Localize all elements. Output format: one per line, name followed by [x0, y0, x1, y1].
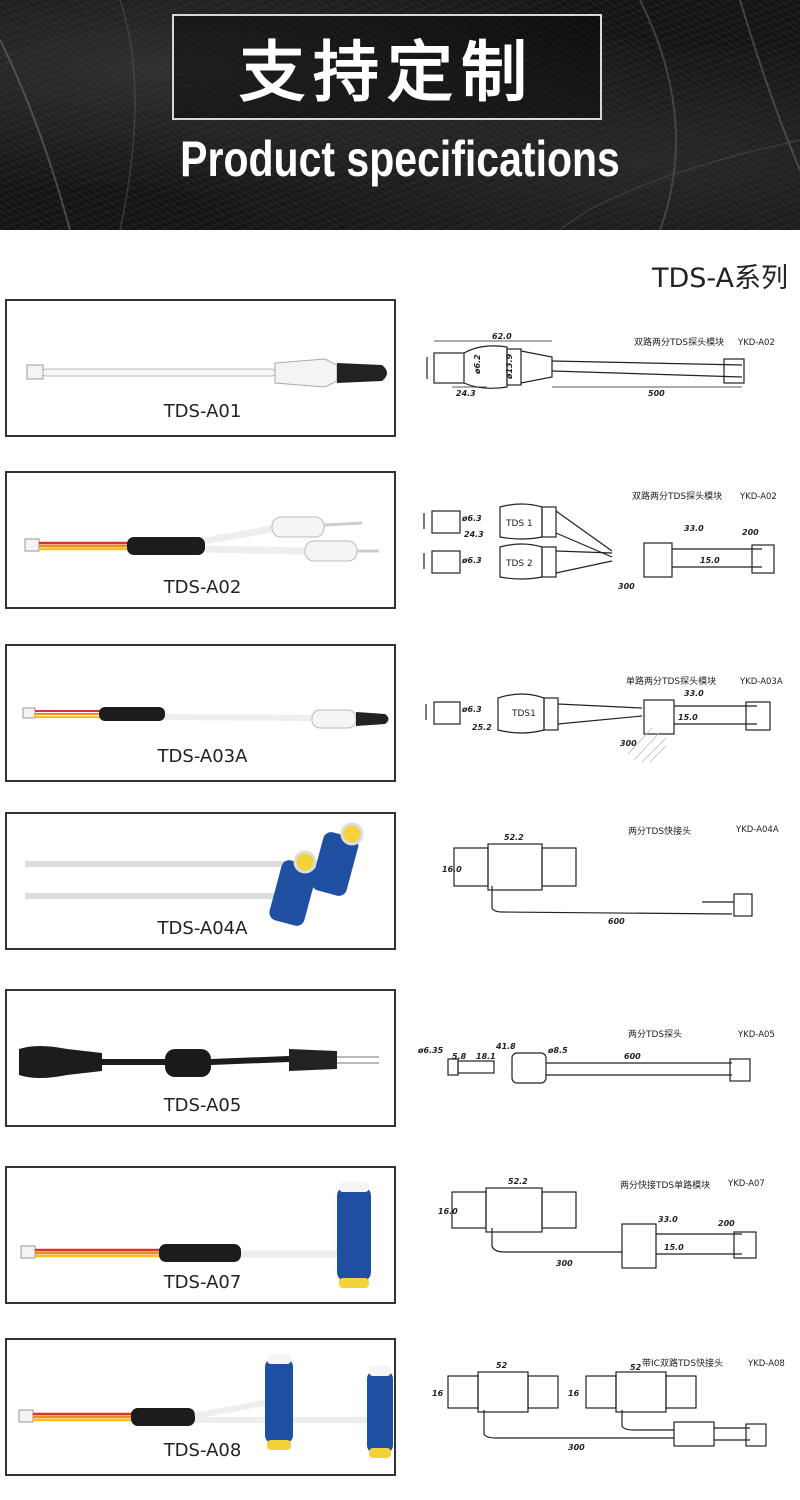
title-box: 支持定制	[172, 14, 602, 120]
model-label: TDS-A03A	[157, 746, 248, 767]
svg-text:ø6.2: ø6.2	[473, 354, 482, 375]
svg-text:500: 500	[648, 389, 665, 398]
svg-text:16: 16	[568, 1389, 580, 1398]
svg-text:ø6.3: ø6.3	[461, 556, 482, 565]
svg-text:YKD-A04A: YKD-A04A	[735, 825, 779, 835]
svg-text:YKD-A08: YKD-A08	[747, 1359, 785, 1369]
svg-text:600: 600	[608, 917, 625, 926]
cable-illustration	[24, 516, 379, 562]
technical-drawing: 带IC双路TDS快接头 YKD-A08 52 52 16 16 300	[412, 1338, 792, 1478]
drawing-title: 双路两分TDS探头模块	[634, 336, 724, 348]
model-label: TDS-A04A	[157, 918, 248, 939]
svg-text:ø6.35: ø6.35	[417, 1046, 444, 1055]
svg-text:18.1: 18.1	[476, 1052, 496, 1061]
cable-illustration	[18, 1354, 393, 1458]
svg-text:33.0: 33.0	[684, 524, 704, 533]
svg-text:两分TDS探头: 两分TDS探头	[628, 1028, 682, 1040]
svg-text:15.0: 15.0	[678, 713, 698, 722]
model-label: TDS-A05	[163, 1095, 242, 1116]
svg-text:300: 300	[556, 1259, 573, 1268]
svg-text:52.2: 52.2	[504, 833, 524, 842]
product-photo: TDS-A05	[5, 989, 396, 1127]
technical-drawing: 两分TDS探头 YKD-A05 41.8 5.8 18.1 600 ø6.35 …	[412, 989, 792, 1129]
svg-text:52: 52	[630, 1363, 642, 1372]
svg-text:16: 16	[432, 1389, 444, 1398]
svg-text:ø13.9: ø13.9	[505, 353, 514, 380]
technical-drawing: 双路两分TDS探头模块 YKD-A02 62.0 24.3 500 ø6.2	[412, 299, 792, 439]
product-photo: TDS-A03A	[5, 644, 396, 782]
svg-text:600: 600	[624, 1052, 641, 1061]
svg-text:TDS1: TDS1	[511, 709, 536, 719]
svg-text:33.0: 33.0	[658, 1215, 678, 1224]
svg-text:5.8: 5.8	[452, 1052, 467, 1061]
svg-text:TDS 1: TDS 1	[505, 519, 533, 529]
svg-text:33.0: 33.0	[684, 689, 704, 698]
svg-text:300: 300	[568, 1443, 585, 1452]
svg-text:200: 200	[742, 528, 759, 537]
svg-text:15.0: 15.0	[700, 556, 720, 565]
technical-drawing: 两分快接TDS单路模块 YKD-A07 52.2 16.0 33.0 200 3…	[412, 1166, 792, 1306]
svg-text:两分快接TDS单路模块: 两分快接TDS单路模块	[620, 1179, 710, 1191]
product-photo: TDS-A04A	[5, 812, 396, 950]
technical-drawing: 单路两分TDS探头模块 YKD-A03A TDS1 33.0	[412, 644, 792, 784]
svg-text:YKD-A03A: YKD-A03A	[739, 677, 783, 687]
svg-text:带IC双路TDS快接头: 带IC双路TDS快接头	[642, 1357, 723, 1369]
product-photo: TDS-A01	[5, 299, 396, 437]
model-label: TDS-A02	[163, 577, 242, 598]
title-english: Product specifications	[180, 131, 620, 187]
svg-text:300: 300	[620, 739, 637, 748]
svg-text:25.2: 25.2	[472, 723, 492, 732]
series-label: TDS-A系列	[651, 263, 788, 294]
model-label: TDS-A07	[163, 1272, 242, 1293]
leather-texture	[0, 0, 800, 230]
svg-text:200: 200	[718, 1219, 735, 1228]
svg-text:YKD-A07: YKD-A07	[727, 1179, 765, 1189]
svg-text:62.0: 62.0	[492, 332, 512, 341]
svg-text:300: 300	[618, 582, 635, 591]
technical-drawing: 两分TDS快接头 YKD-A04A 52.2 16.0 600	[412, 812, 792, 952]
light-streaks	[0, 0, 800, 230]
svg-text:双路两分TDS探头模块: 双路两分TDS探头模块	[632, 490, 722, 502]
svg-text:YKD-A05: YKD-A05	[737, 1030, 775, 1040]
product-photo: TDS-A02	[5, 471, 396, 609]
svg-text:52: 52	[496, 1361, 508, 1370]
svg-text:24.3: 24.3	[464, 530, 484, 539]
svg-text:24.3: 24.3	[456, 389, 476, 398]
svg-text:15.0: 15.0	[664, 1243, 684, 1252]
svg-text:ø8.5: ø8.5	[547, 1046, 568, 1055]
cable-illustration	[22, 707, 389, 729]
svg-text:52.2: 52.2	[508, 1177, 528, 1186]
svg-text:16.0: 16.0	[442, 865, 462, 874]
product-photo: TDS-A07	[5, 1166, 396, 1304]
header-banner: 支持定制 Product specifications	[0, 0, 800, 230]
product-photo: TDS-A08	[5, 1338, 396, 1476]
cable-illustration	[26, 358, 387, 388]
svg-text:TDS 2: TDS 2	[505, 559, 533, 569]
technical-drawing: 双路两分TDS探头模块 YKD-A02 TDS 1 TDS 2 24.3	[412, 471, 792, 611]
svg-text:两分TDS快接头: 两分TDS快接头	[628, 825, 691, 837]
model-label: TDS-A08	[163, 1440, 242, 1461]
svg-text:41.8: 41.8	[495, 1042, 516, 1051]
svg-text:16.0: 16.0	[438, 1207, 458, 1216]
cable-illustration	[19, 1046, 379, 1078]
cable-illustration	[20, 1182, 371, 1288]
svg-text:YKD-A02: YKD-A02	[739, 492, 777, 502]
svg-text:ø6.3: ø6.3	[461, 514, 482, 523]
drawing-code: YKD-A02	[737, 338, 775, 348]
title-chinese: 支持定制	[239, 34, 535, 111]
svg-text:单路两分TDS探头模块: 单路两分TDS探头模块	[626, 675, 716, 687]
svg-text:ø6.3: ø6.3	[461, 705, 482, 714]
cable-illustration	[25, 822, 364, 926]
model-label: TDS-A01	[163, 401, 242, 422]
